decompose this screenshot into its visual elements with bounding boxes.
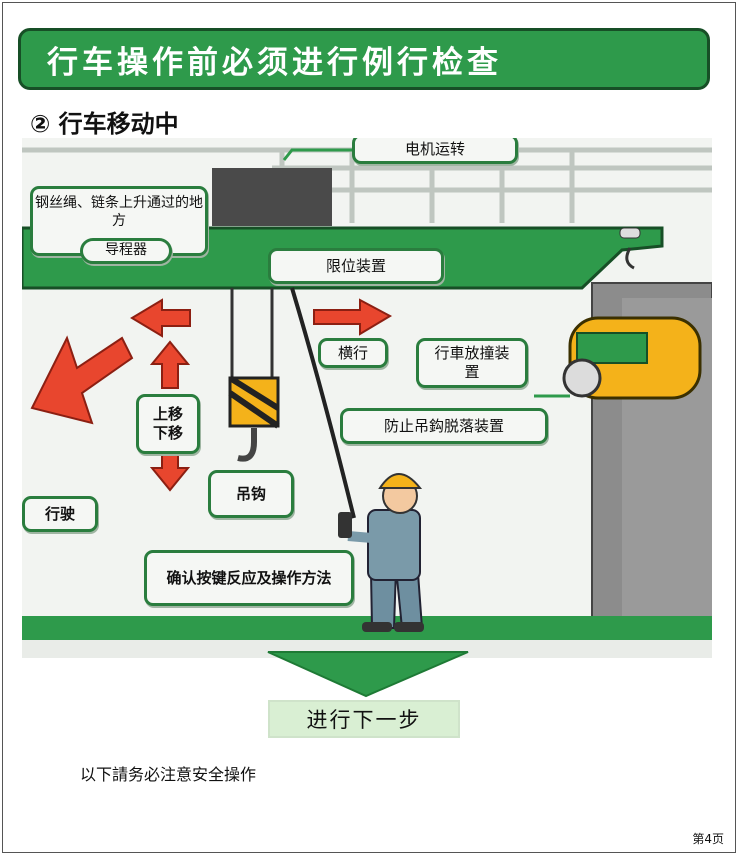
label-travel: 行驶 <box>22 496 98 532</box>
label-hook-anti-drop: 防止吊鈎脱落装置 <box>340 408 548 444</box>
hook-block-graphic <box>228 375 280 462</box>
label-move-up: 上移 <box>152 405 183 424</box>
page-title: 行车操作前必须进行例行检查 <box>18 28 710 90</box>
label-guide-device: 导程器 <box>80 238 172 264</box>
trolley-motor-graphic <box>212 168 332 226</box>
label-motor-running: 电机运转 <box>352 138 518 164</box>
bumper-wheel-graphic <box>562 316 702 400</box>
label-crane-collision-device: 行車放撞装置 <box>416 338 528 388</box>
worker-graphic <box>338 473 424 632</box>
label-move-down: 下移 <box>152 424 183 442</box>
next-step-button[interactable]: 进行下一步 <box>268 700 460 738</box>
page-number: 第4页 <box>692 832 724 846</box>
crane-illustration: 电机运转 钢丝绳、链条上升通过的地方 导程器 限位装置 横行 行車放撞装置 防止… <box>22 138 712 658</box>
movement-arrows <box>30 298 393 492</box>
section-subtitle: ② 行车移动中 <box>30 110 179 138</box>
label-rope-chain-passage: 钢丝绳、链条上升通过的地方 <box>30 186 208 256</box>
label-hook: 吊钩 <box>208 470 294 518</box>
label-traverse: 横行 <box>318 338 388 368</box>
label-move-up-down: 上移 下移 <box>136 394 200 454</box>
pendant-cable-graphic <box>290 287 356 519</box>
label-limit-device: 限位装置 <box>268 248 444 284</box>
label-confirm-buttons: 确认按键反应及操作方法 <box>144 550 354 606</box>
safety-notice: 以下請务必注意安全操作 <box>72 759 674 787</box>
